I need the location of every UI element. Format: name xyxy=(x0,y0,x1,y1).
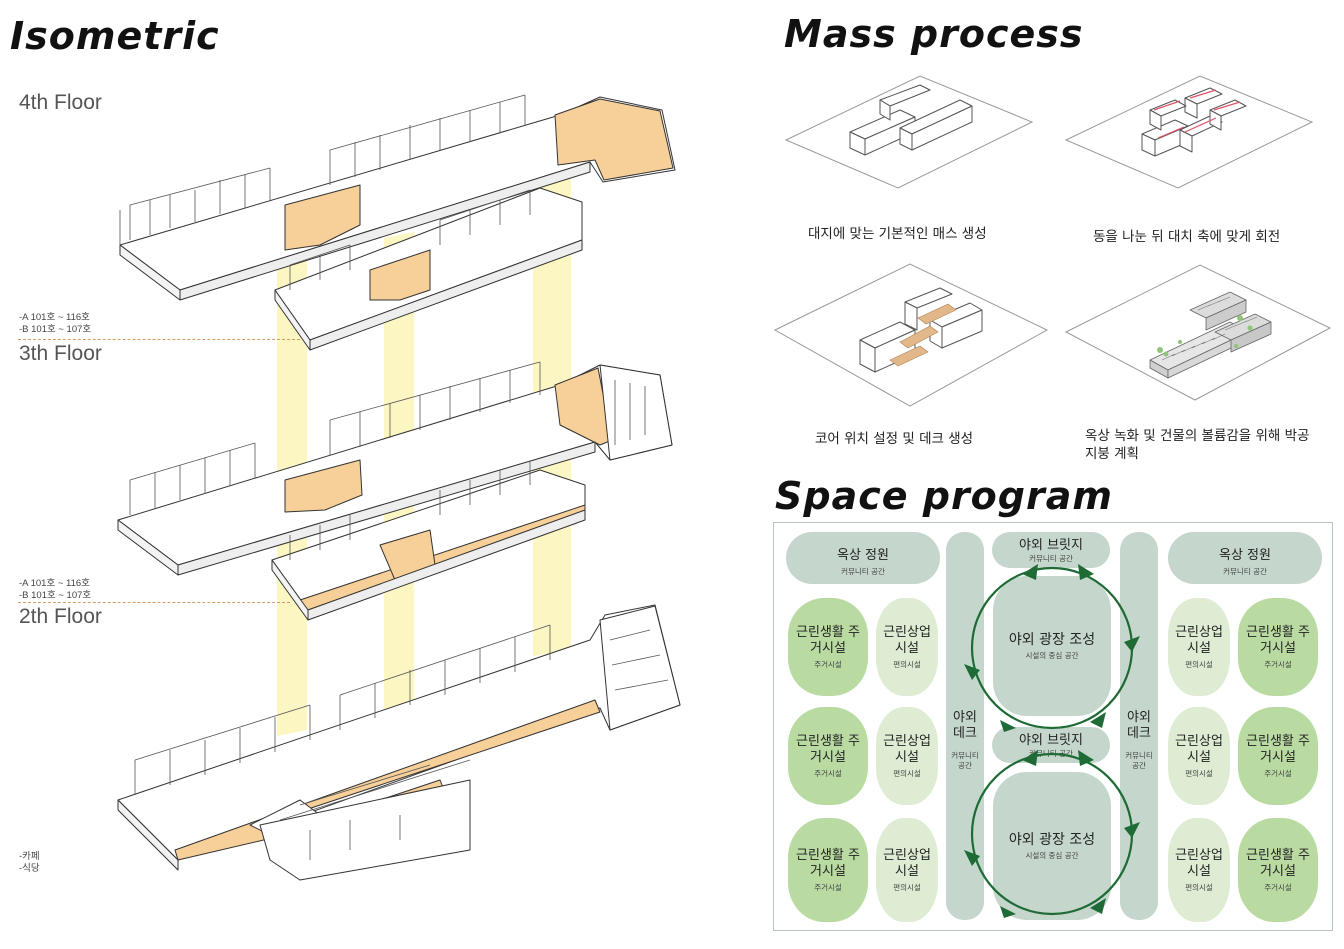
outdoor-deck-left-sub: 커뮤니티 공간 xyxy=(951,751,979,770)
commercial-sub: 편의시설 xyxy=(893,882,921,892)
isometric-drawing xyxy=(117,94,681,881)
residential-label: 근린생활 주거시설 xyxy=(796,624,860,656)
note-cafe: -카페 xyxy=(19,851,40,862)
mass-process-title: Mass process xyxy=(784,12,1084,56)
residential-sub: 주거시설 xyxy=(1264,882,1292,892)
residential-label: 근린생활 주거시설 xyxy=(796,733,860,765)
note-upper-a: -A 101호 ~ 116호 xyxy=(19,312,90,323)
floor3-slabs xyxy=(117,364,673,621)
commercial-sub: 편의시설 xyxy=(1185,659,1213,669)
residential-label: 근린생활 주거시설 xyxy=(1246,624,1310,656)
note-upper: -A 101호 ~ 116호 -B 101호 ~ 107호 xyxy=(19,312,91,336)
outdoor-bridge-top-sub: 커뮤니티 공간 xyxy=(1029,554,1073,563)
commercial-sub: 편의시설 xyxy=(1185,882,1213,892)
floor4-leader-line xyxy=(18,339,300,340)
rooftop-garden-left: 옥상 정원 커뮤니티 공간 xyxy=(786,532,940,584)
outdoor-deck-right: 야외 데크 커뮤니티 공간 xyxy=(1120,532,1158,920)
commercial-block-left-1: 근린상업 시설 편의시설 xyxy=(876,598,938,696)
commercial-block-right-3: 근린상업 시설 편의시설 xyxy=(1168,818,1230,922)
outdoor-plaza-top-sub: 시설의 중심 공간 xyxy=(1025,650,1079,660)
commercial-label: 근린상업 시설 xyxy=(883,847,931,879)
floor-4-label: 4th Floor xyxy=(19,91,102,114)
rooftop-garden-left-label: 옥상 정원 xyxy=(837,548,889,563)
residential-block-right-3: 근린생활 주거시설 주거시설 xyxy=(1238,818,1318,922)
commercial-label: 근린상업 시설 xyxy=(883,733,931,765)
residential-sub: 주거시설 xyxy=(814,768,842,778)
note-mid-b: -B 101호 ~ 107호 xyxy=(19,590,92,601)
outdoor-bridge-top-label: 야외 브릿지 xyxy=(1019,538,1083,553)
residential-block-right-1: 근린생활 주거시설 주거시설 xyxy=(1238,598,1318,696)
outdoor-bridge-top: 야외 브릿지 커뮤니티 공간 xyxy=(992,532,1110,568)
note-ground: -카페 -식당 xyxy=(19,851,40,875)
residential-label: 근린생활 주거시설 xyxy=(796,847,860,879)
outdoor-plaza-bottom: 야외 광장 조성 시설의 중심 공간 xyxy=(993,772,1111,920)
commercial-label: 근린상업 시설 xyxy=(1175,733,1223,765)
floor-2-label: 2th Floor xyxy=(19,605,102,628)
outdoor-deck-right-sub: 커뮤니티 공간 xyxy=(1125,751,1153,770)
residential-sub: 주거시설 xyxy=(1264,768,1292,778)
floor4-slabs xyxy=(119,96,676,351)
outdoor-plaza-bottom-label: 야외 광장 조성 xyxy=(1008,831,1096,848)
commercial-label: 근린상업 시설 xyxy=(1175,847,1223,879)
note-upper-b: -B 101호 ~ 107호 xyxy=(19,324,92,335)
outdoor-deck-right-label: 야외 데크 xyxy=(1127,710,1151,741)
residential-label: 근린생활 주거시설 xyxy=(1246,847,1310,879)
residential-sub: 주거시설 xyxy=(814,659,842,669)
circulation-arrows xyxy=(964,564,1140,918)
mass-caption-2: 동을 나눈 뒤 대치 축에 맞게 회전 xyxy=(1093,229,1281,245)
outdoor-plaza-top-label: 야외 광장 조성 xyxy=(1008,631,1096,648)
residential-block-right-2: 근린생활 주거시설 주거시설 xyxy=(1238,707,1318,805)
isometric-title: Isometric xyxy=(10,14,220,58)
space-program-frame xyxy=(773,522,1333,931)
commercial-sub: 편의시설 xyxy=(893,768,921,778)
commercial-block-right-1: 근린상업 시설 편의시설 xyxy=(1168,598,1230,696)
commercial-label: 근린상업 시설 xyxy=(1175,624,1223,656)
residential-block-left-2: 근린생활 주거시설 주거시설 xyxy=(788,707,868,805)
rooftop-garden-right-label: 옥상 정원 xyxy=(1219,548,1271,563)
floor2-slabs xyxy=(117,604,681,881)
mass-caption-3: 코어 위치 설정 및 데크 생성 xyxy=(815,431,974,447)
commercial-sub: 편의시설 xyxy=(893,659,921,669)
residential-sub: 주거시설 xyxy=(814,882,842,892)
commercial-sub: 편의시설 xyxy=(1185,768,1213,778)
residential-sub: 주거시설 xyxy=(1264,659,1292,669)
outdoor-deck-left-label: 야외 데크 xyxy=(953,710,977,741)
commercial-label: 근린상업 시설 xyxy=(883,624,931,656)
floor3-leader-line xyxy=(18,602,290,603)
mass-caption-1: 대지에 맞는 기본적인 매스 생성 xyxy=(808,226,987,242)
commercial-block-left-2: 근린상업 시설 편의시설 xyxy=(876,707,938,805)
outdoor-bridge-middle-label: 야외 브릿지 xyxy=(1019,733,1083,748)
residential-label: 근린생활 주거시설 xyxy=(1246,733,1310,765)
rooftop-garden-left-sub: 커뮤니티 공간 xyxy=(841,567,885,576)
residential-block-left-3: 근린생활 주거시설 주거시설 xyxy=(788,818,868,922)
commercial-block-right-2: 근린상업 시설 편의시설 xyxy=(1168,707,1230,805)
outdoor-plaza-top: 야외 광장 조성 시설의 중심 공간 xyxy=(993,576,1111,716)
note-middle: -A 101호 ~ 116호 -B 101호 ~ 107호 xyxy=(19,578,91,602)
mass-process-diagrams xyxy=(773,75,1332,407)
note-mid-a: -A 101호 ~ 116호 xyxy=(19,578,90,589)
commercial-block-left-3: 근린상업 시설 편의시설 xyxy=(876,818,938,922)
rooftop-garden-right: 옥상 정원 커뮤니티 공간 xyxy=(1168,532,1322,584)
space-program-title: Space program xyxy=(775,474,1113,518)
residential-block-left-1: 근린생활 주거시설 주거시설 xyxy=(788,598,868,696)
mass-caption-4: 옥상 녹화 및 건물의 볼륨감을 위해 박공지붕 계획 xyxy=(1085,428,1310,462)
floor-3-label: 3th Floor xyxy=(19,342,102,365)
outdoor-plaza-bottom-sub: 시설의 중심 공간 xyxy=(1025,850,1079,860)
note-dining: -식당 xyxy=(19,863,40,874)
rooftop-garden-right-sub: 커뮤니티 공간 xyxy=(1223,567,1267,576)
